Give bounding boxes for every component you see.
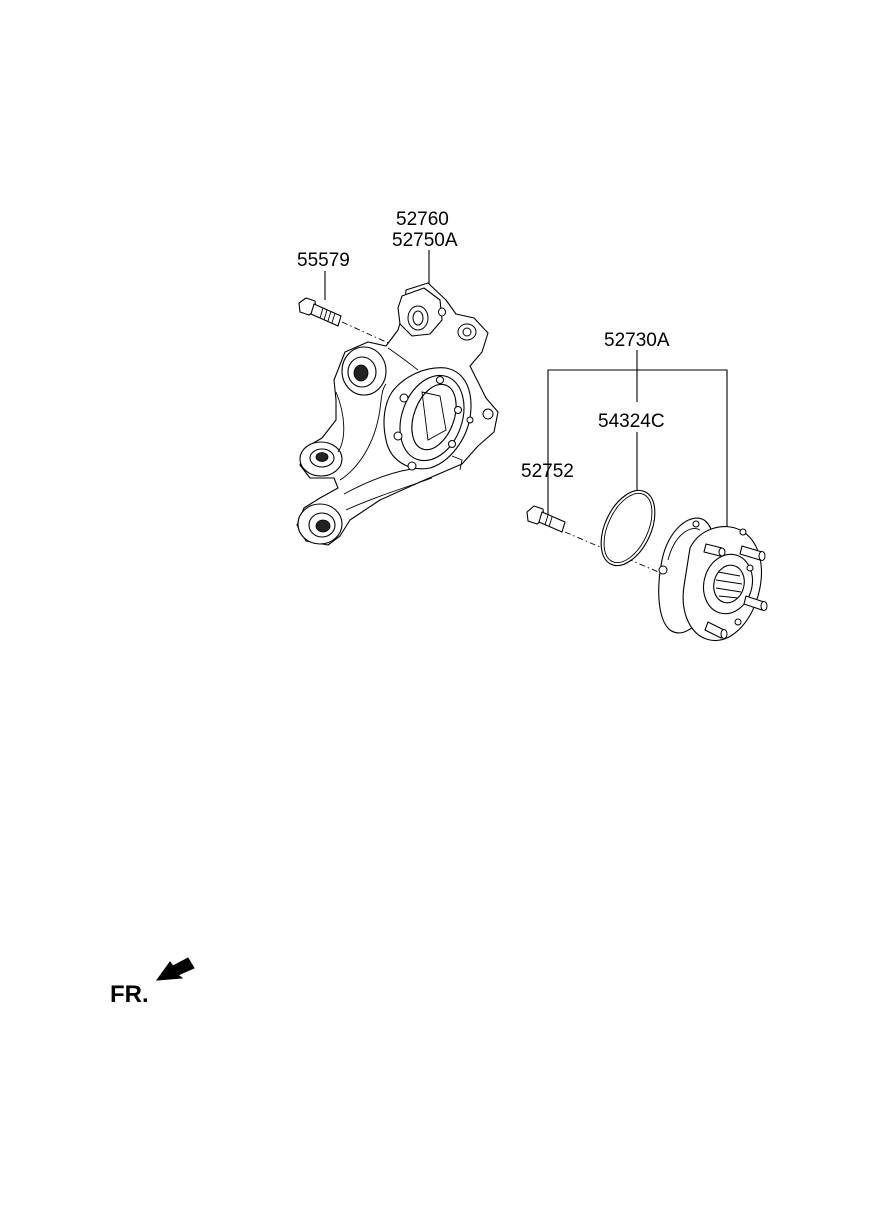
callout-hub-bolt-52752: 52752 bbox=[521, 461, 574, 482]
front-direction-indicator: FR. bbox=[110, 957, 195, 1008]
bolt-axis-line bbox=[341, 321, 396, 347]
callout-oring-54324C: 54324C bbox=[598, 411, 665, 432]
hub-bolt-52752-drawing bbox=[526, 505, 566, 533]
knuckle-drawing bbox=[296, 282, 499, 546]
leader-lines bbox=[324, 250, 728, 540]
fr-label: FR. bbox=[110, 981, 149, 1008]
oring-54324C-drawing bbox=[600, 489, 656, 567]
hub-assembly-52730A-drawing bbox=[658, 517, 768, 642]
bolt-55579-drawing bbox=[298, 297, 342, 327]
callout-knuckle-52760: 52760 bbox=[396, 209, 449, 230]
callout-hub-assy-52730A: 52730A bbox=[604, 330, 670, 351]
front-direction-arrow-icon bbox=[155, 957, 195, 981]
callout-bolt-55579: 55579 bbox=[297, 250, 350, 271]
callout-knuckle-52750A: 52750A bbox=[392, 230, 458, 251]
